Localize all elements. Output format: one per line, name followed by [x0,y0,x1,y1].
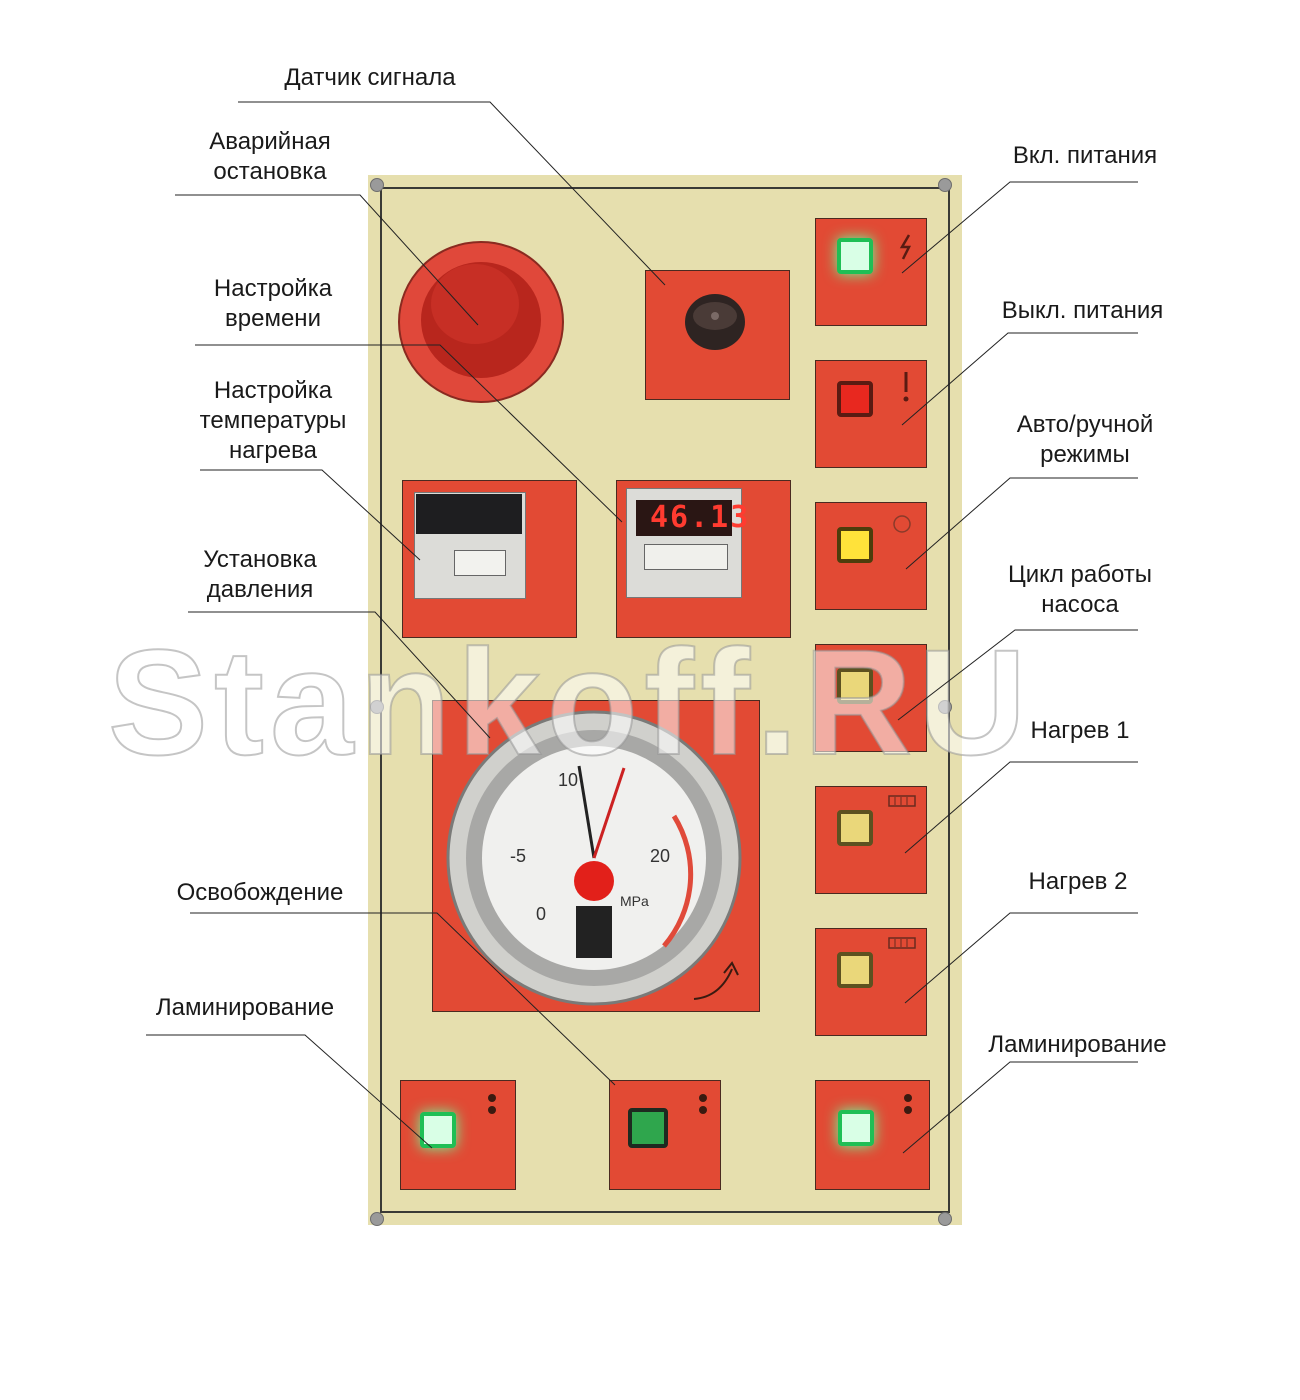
roller-icon [488,1094,496,1114]
label-pressure-setting: Установка давления [160,545,360,605]
lightning-icon [899,234,912,260]
timer-dial[interactable] [644,544,728,570]
heating-1-button[interactable] [837,810,873,846]
release-button[interactable] [628,1108,668,1148]
heater-icon [888,795,916,807]
screw-icon [370,178,384,192]
label-line: температуры [199,407,347,434]
pressure-gauge[interactable]: -5 10 20 0 MPa [444,706,754,1006]
emergency-stop-button[interactable] [395,240,575,410]
timer-screen [636,500,732,536]
label-power-on: Вкл. питания [1012,142,1158,169]
label-emergency-stop: Аварийная остановка [170,127,370,187]
label-line: Настройка [213,377,333,404]
label-heating-1: Нагрев 1 [1030,717,1130,744]
gauge-tick-label: 10 [558,770,578,790]
panel-frame [380,187,950,1213]
gauge-tick-label: 20 [650,846,670,866]
buzzer-icon [685,294,745,350]
label-release: Освобождение [176,879,344,906]
gauge-tick-label: -5 [510,846,526,866]
gauge-unit: MPa [620,893,649,909]
lamination-right-button[interactable] [838,1110,874,1146]
label-heating-2: Нагрев 2 [1028,868,1128,895]
label-line: насоса [1041,591,1119,618]
label-line: режимы [1040,441,1130,468]
label-line: Настройка [213,275,333,302]
label-line: времени [225,305,321,332]
temperature-screen [416,494,522,534]
heater-icon [888,937,916,949]
label-line: Установка [203,546,317,573]
label-line: Цикл работы [1007,561,1153,588]
label-lamination-right: Ламинирование [988,1031,1167,1058]
label-line: Авто/ручной [1016,411,1154,438]
label-line: нагрева [229,437,317,464]
screw-icon [938,178,952,192]
power-on-button[interactable] [837,238,873,274]
label-power-off: Выкл. питания [1001,297,1164,324]
label-lamination-left: Ламинирование [155,994,335,1021]
screw-icon [370,1212,384,1226]
label-signal-sensor: Датчик сигнала [284,64,456,91]
auto-manual-button[interactable] [837,527,873,563]
exclamation-icon [903,372,909,402]
label-line: давления [206,576,314,603]
power-off-button[interactable] [837,381,873,417]
screw-icon [938,1212,952,1226]
label-line: Аварийная [209,128,331,155]
temperature-dial[interactable] [454,550,506,576]
label-auto-manual: Авто/ручной режимы [985,410,1185,470]
label-time-setting: Настройка времени [170,274,376,334]
watermark: Stankoff.RU [107,618,1033,786]
heating-2-button[interactable] [837,952,873,988]
pump-cycle-button[interactable] [837,668,873,704]
timer-readout: 46.13 [650,500,751,535]
label-line: остановка [213,158,327,185]
power-symbol-icon [893,515,911,533]
arrow-up-icon [693,961,739,1000]
gauge-tick-label: 0 [536,904,546,924]
label-temperature-setting: Настройка температуры нагрева [170,376,376,466]
roller-icon [699,1094,707,1114]
screw-icon [370,700,384,714]
roller-icon [904,1094,912,1114]
lamination-left-module [400,1080,516,1190]
screw-icon [938,700,952,714]
label-pump-cycle: Цикл работы насоса [975,560,1185,620]
